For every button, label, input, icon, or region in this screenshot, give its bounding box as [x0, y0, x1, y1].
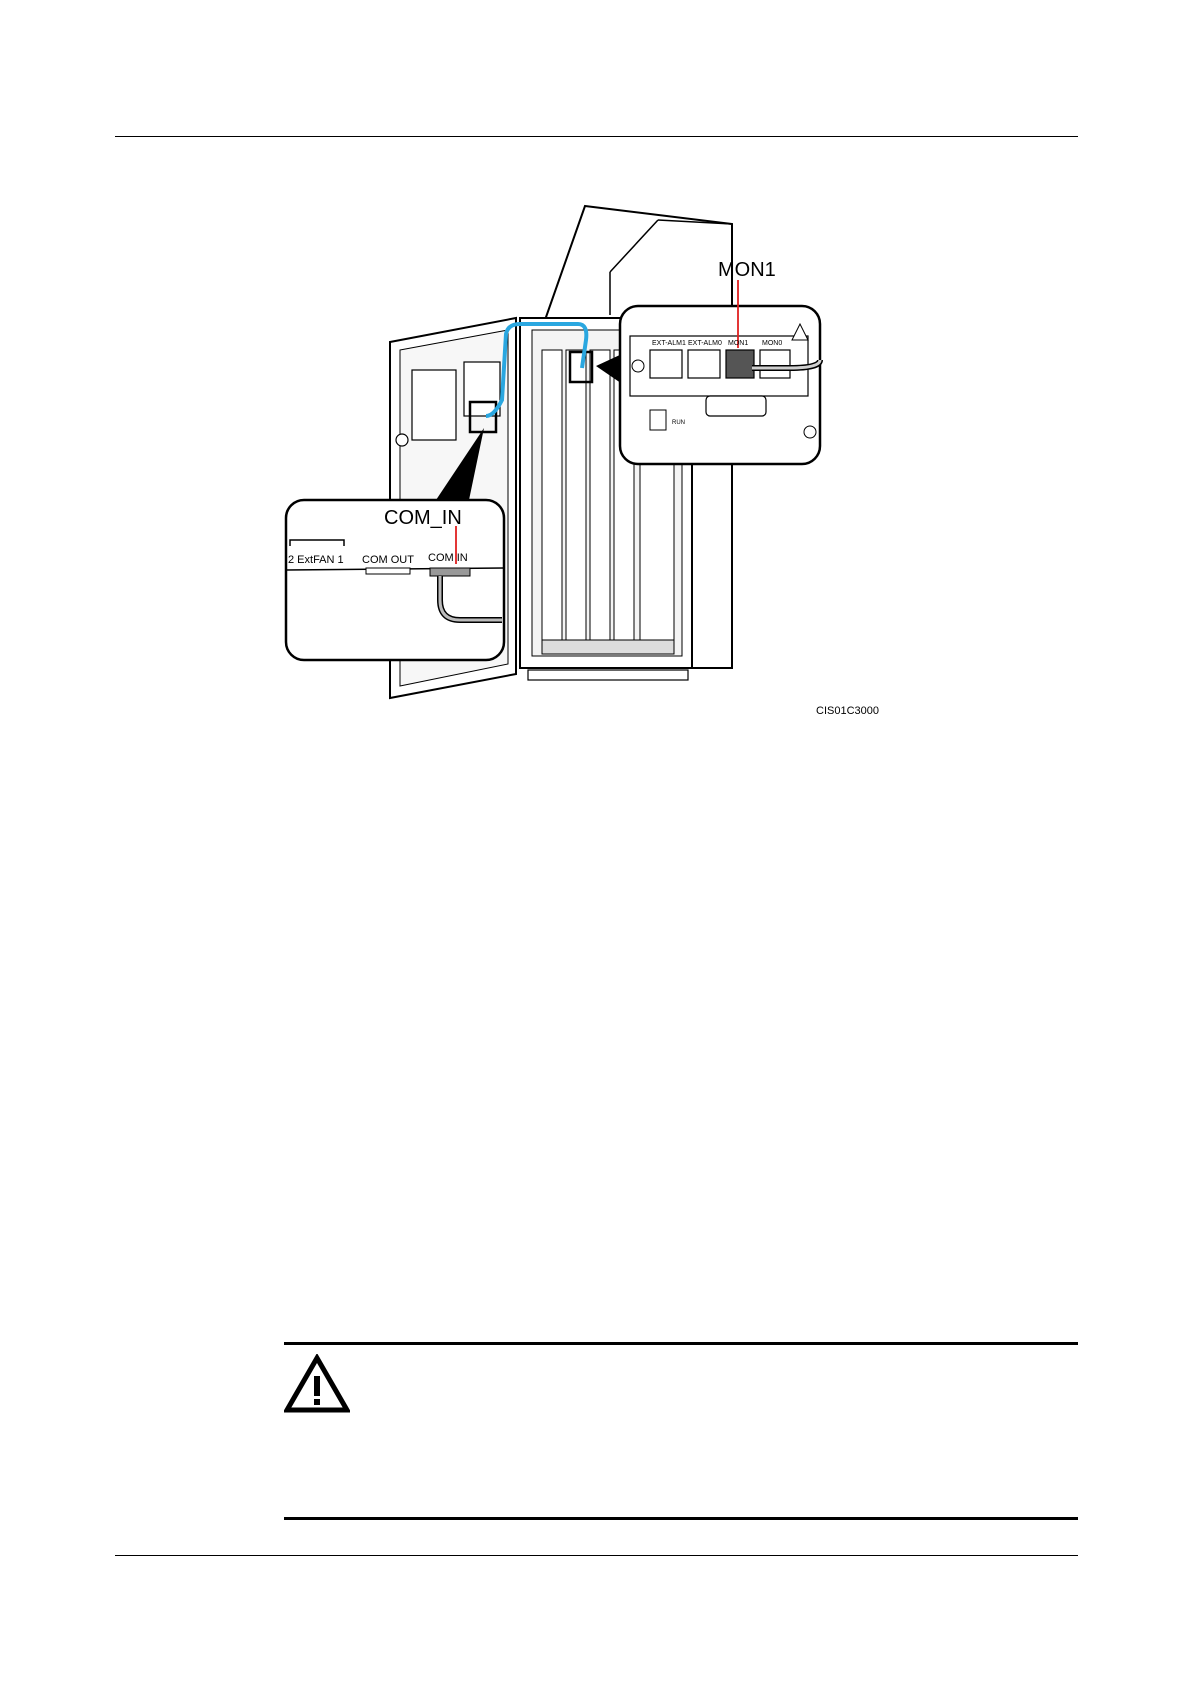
screw-icon	[632, 360, 644, 372]
ext-alm1-label: EXT-ALM1	[652, 340, 686, 347]
com-out-label: COM OUT	[362, 554, 414, 566]
caution-notice	[284, 1342, 1078, 1520]
mon0-port	[760, 350, 790, 378]
mon0-port-label: MON0	[762, 340, 782, 347]
serial-port-connector	[706, 396, 766, 416]
mon1-port	[726, 350, 754, 378]
footer-rule	[115, 1555, 1078, 1556]
cabinet-figure: MON1 EXT-ALM1 EXT-ALM0 MON1 MON0 RUN COM…	[280, 200, 900, 740]
header-rule	[115, 136, 1078, 137]
com-in-callout: COM_IN 2 ExtFAN 1 COM OUT COM IN	[286, 500, 504, 660]
extfan-label: 2 ExtFAN 1	[288, 554, 344, 566]
ext-alm0-label: EXT-ALM0	[688, 340, 722, 347]
caution-bottom-rule	[284, 1517, 1078, 1520]
figure-id: CIS01C3000	[816, 705, 879, 717]
com-in-port	[430, 568, 470, 576]
ext-alm1-port	[650, 350, 682, 378]
door-lock-icon	[396, 434, 408, 446]
caution-top-rule	[284, 1342, 1078, 1345]
ext-alm0-port	[688, 350, 720, 378]
cabinet-illustration: MON1 EXT-ALM1 EXT-ALM0 MON1 MON0 RUN COM…	[280, 200, 900, 740]
door-fan-unit	[412, 370, 456, 440]
cabinet-base	[528, 670, 688, 680]
com-in-label: COM_IN	[384, 507, 462, 529]
power-switch	[650, 410, 666, 430]
run-label: RUN	[672, 420, 685, 426]
mon1-label: MON1	[718, 259, 776, 281]
screw-icon	[804, 426, 816, 438]
com-out-port	[366, 568, 410, 574]
com-in-port-label: COM IN	[428, 552, 468, 564]
mon1-port-label: MON1	[728, 340, 748, 347]
warning-triangle-icon	[284, 1354, 350, 1414]
